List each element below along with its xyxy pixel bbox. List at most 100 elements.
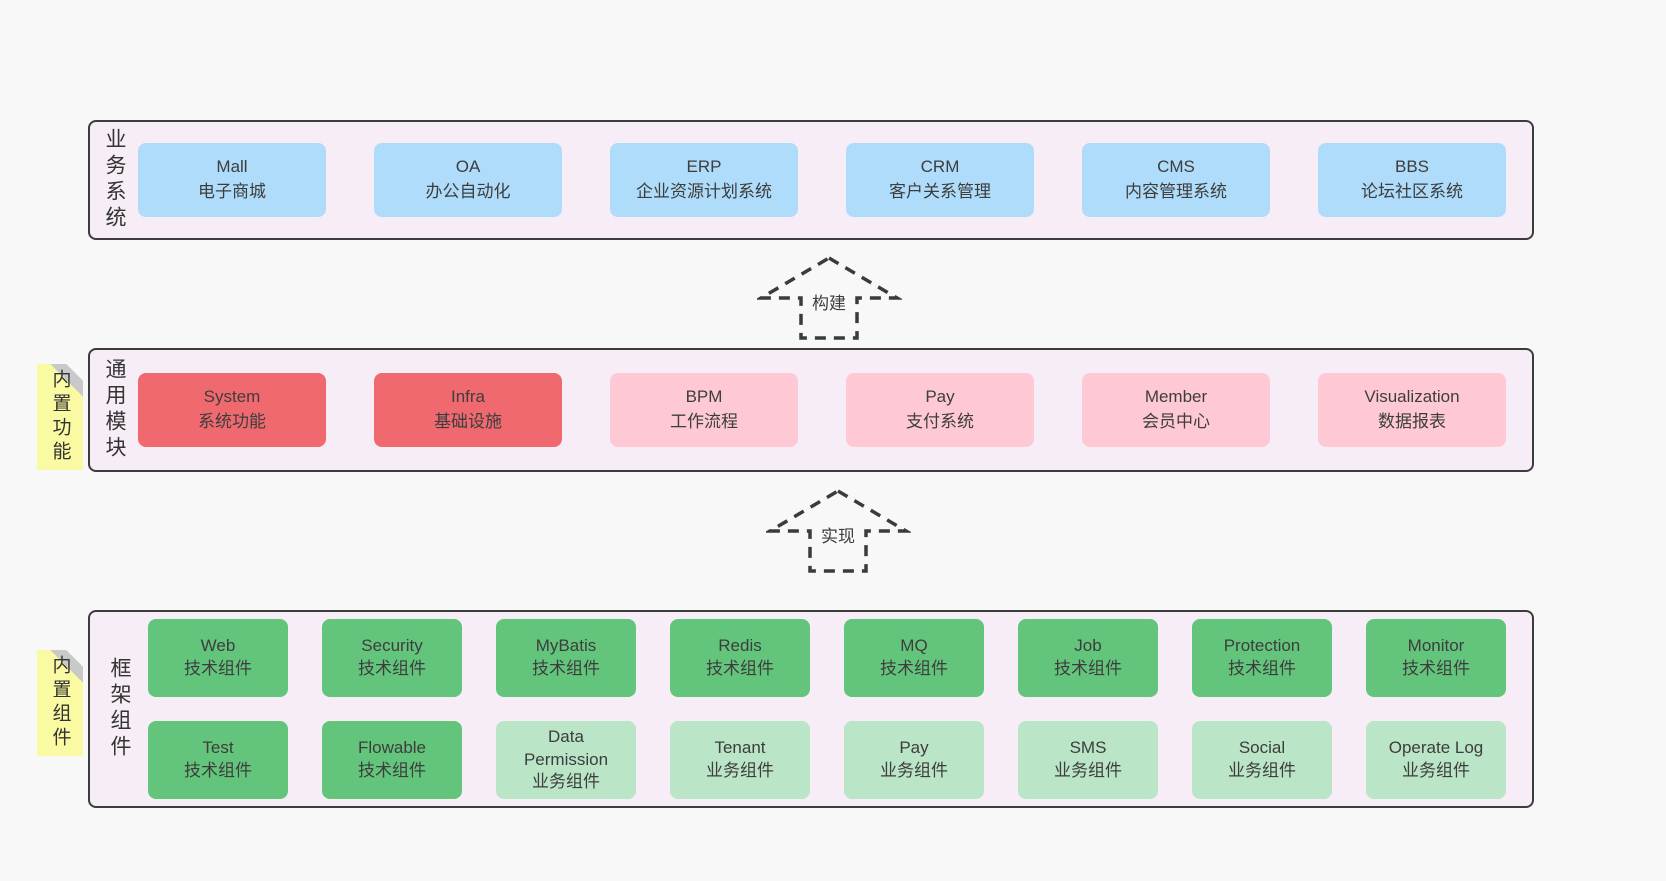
module-subtitle: 业务组件 bbox=[1228, 761, 1296, 780]
module-subtitle: 内容管理系统 bbox=[1125, 182, 1227, 201]
block-arrow-up-icon: 实现 bbox=[763, 488, 913, 573]
module-name: Security bbox=[361, 636, 423, 656]
module-subtitle: 基础设施 bbox=[434, 412, 502, 431]
module-name: OA bbox=[455, 157, 481, 177]
module-name: BPM bbox=[685, 387, 723, 407]
layer-box-rows: System 系统功能 Infra 基础设施 BPM 工作流程 Pay 支付系统 Member 会… bbox=[138, 350, 1532, 470]
module-subtitle: 工作流程 bbox=[670, 412, 738, 431]
module-box-erp: ERP 企业资源计划系统 bbox=[610, 143, 798, 217]
module-subtitle: 技术组件 bbox=[880, 659, 948, 678]
layer-box-rows: Mall 电子商城 OA 办公自动化 ERP 企业资源计划系统 CRM 客户关系管理 CMS 内容… bbox=[138, 122, 1532, 238]
module-subtitle: 系统功能 bbox=[198, 412, 266, 431]
module-box-social: Social 业务组件 bbox=[1192, 721, 1332, 799]
arrow-implement: 实现 bbox=[763, 487, 913, 580]
module-subtitle: 电子商城 bbox=[198, 182, 266, 201]
module-name: Flowable bbox=[357, 738, 427, 758]
module-box-crm: CRM 客户关系管理 bbox=[846, 143, 1034, 217]
layer-title: 框架组件 bbox=[108, 657, 131, 761]
module-box-visualization: Visualization 数据报表 bbox=[1318, 373, 1506, 447]
module-name: Visualization bbox=[1364, 387, 1460, 407]
layer-title: 通用模块 bbox=[103, 358, 126, 462]
module-name: Social bbox=[1238, 738, 1286, 758]
module-box-mybatis: MyBatis 技术组件 bbox=[496, 619, 636, 697]
module-box-security: Security 技术组件 bbox=[322, 619, 462, 697]
module-box-tenant: Tenant 业务组件 bbox=[670, 721, 810, 799]
module-box-cms: CMS 内容管理系统 bbox=[1082, 143, 1270, 217]
module-subtitle: 技术组件 bbox=[532, 659, 600, 678]
module-name: MQ bbox=[900, 636, 928, 656]
module-subtitle: 技术组件 bbox=[358, 761, 426, 780]
module-subtitle: 技术组件 bbox=[1054, 659, 1122, 678]
module-name: Member bbox=[1144, 387, 1208, 407]
module-box-redis: Redis 技术组件 bbox=[670, 619, 810, 697]
module-name: Mall bbox=[216, 157, 248, 177]
module-name: Infra bbox=[450, 387, 486, 407]
module-box-web: Web 技术组件 bbox=[148, 619, 288, 697]
box-row: Mall 电子商城 OA 办公自动化 ERP 企业资源计划系统 CRM 客户关系管理 CMS 内容… bbox=[138, 143, 1506, 217]
module-box-data-permission: Data Permission 业务组件 bbox=[496, 721, 636, 799]
module-name: SMS bbox=[1069, 738, 1107, 758]
arrow-build-label: 构建 bbox=[812, 294, 846, 313]
module-name: CMS bbox=[1157, 157, 1195, 177]
module-name: Web bbox=[200, 636, 236, 656]
module-subtitle: 技术组件 bbox=[1402, 659, 1470, 678]
layer-title: 业务系统 bbox=[103, 128, 126, 232]
module-name: CRM bbox=[920, 157, 960, 177]
module-box-bpm: BPM 工作流程 bbox=[610, 373, 798, 447]
module-subtitle: 支付系统 bbox=[906, 412, 974, 431]
module-name: Operate Log bbox=[1388, 738, 1484, 758]
module-box-flowable: Flowable 技术组件 bbox=[322, 721, 462, 799]
module-box-test: Test 技术组件 bbox=[148, 721, 288, 799]
layer-label: 业务系统 bbox=[90, 122, 138, 238]
module-name: MyBatis bbox=[535, 636, 597, 656]
module-subtitle: 办公自动化 bbox=[425, 182, 511, 201]
layer-business-systems: 业务系统 Mall 电子商城 OA 办公自动化 ERP 企业资源计划系统 CRM 客户关系管理… bbox=[88, 120, 1534, 240]
module-subtitle: 客户关系管理 bbox=[889, 182, 991, 201]
module-subtitle: 技术组件 bbox=[358, 659, 426, 678]
arrow-implement-label: 实现 bbox=[821, 527, 855, 546]
module-subtitle: 业务组件 bbox=[880, 761, 948, 780]
module-name: Job bbox=[1074, 636, 1102, 656]
module-subtitle: 技术组件 bbox=[706, 659, 774, 678]
layer-label: 框架组件 bbox=[90, 612, 148, 806]
module-box-pay: Pay 支付系统 bbox=[846, 373, 1034, 447]
module-box-mq: MQ 技术组件 bbox=[844, 619, 984, 697]
box-row: System 系统功能 Infra 基础设施 BPM 工作流程 Pay 支付系统 Member 会… bbox=[138, 373, 1506, 447]
module-subtitle: 业务组件 bbox=[532, 772, 600, 792]
module-subtitle: 技术组件 bbox=[184, 761, 252, 780]
module-box-member: Member 会员中心 bbox=[1082, 373, 1270, 447]
module-name: Redis bbox=[718, 636, 762, 656]
module-name: Protection bbox=[1223, 636, 1301, 656]
module-subtitle: 业务组件 bbox=[1402, 761, 1470, 780]
sticky-note-built-in-components: 内置组件 bbox=[37, 650, 83, 756]
block-arrow-up-icon: 构建 bbox=[754, 255, 904, 340]
arrow-build: 构建 bbox=[754, 254, 904, 347]
module-subtitle: 技术组件 bbox=[184, 659, 252, 678]
sticky-note-built-in-features: 内置功能 bbox=[37, 364, 83, 470]
module-subtitle: 会员中心 bbox=[1142, 412, 1210, 431]
module-box-infra: Infra 基础设施 bbox=[374, 373, 562, 447]
module-name: Tenant bbox=[714, 738, 766, 758]
module-box-system: System 系统功能 bbox=[138, 373, 326, 447]
module-subtitle: 业务组件 bbox=[706, 761, 774, 780]
sticky-note-label: 内置组件 bbox=[49, 655, 71, 751]
module-subtitle: 数据报表 bbox=[1378, 412, 1446, 431]
module-name: Monitor bbox=[1407, 636, 1465, 656]
module-box-sms: SMS 业务组件 bbox=[1018, 721, 1158, 799]
module-subtitle: 企业资源计划系统 bbox=[636, 182, 772, 201]
module-name: System bbox=[203, 387, 261, 407]
module-name: ERP bbox=[686, 157, 722, 177]
module-subtitle: 业务组件 bbox=[1054, 761, 1122, 780]
module-name: Data Permission bbox=[523, 726, 609, 769]
module-box-monitor: Monitor 技术组件 bbox=[1366, 619, 1506, 697]
module-name: Test bbox=[202, 738, 234, 758]
module-box-oa: OA 办公自动化 bbox=[374, 143, 562, 217]
sticky-note-label: 内置功能 bbox=[49, 369, 71, 465]
module-name: Pay bbox=[925, 387, 955, 407]
